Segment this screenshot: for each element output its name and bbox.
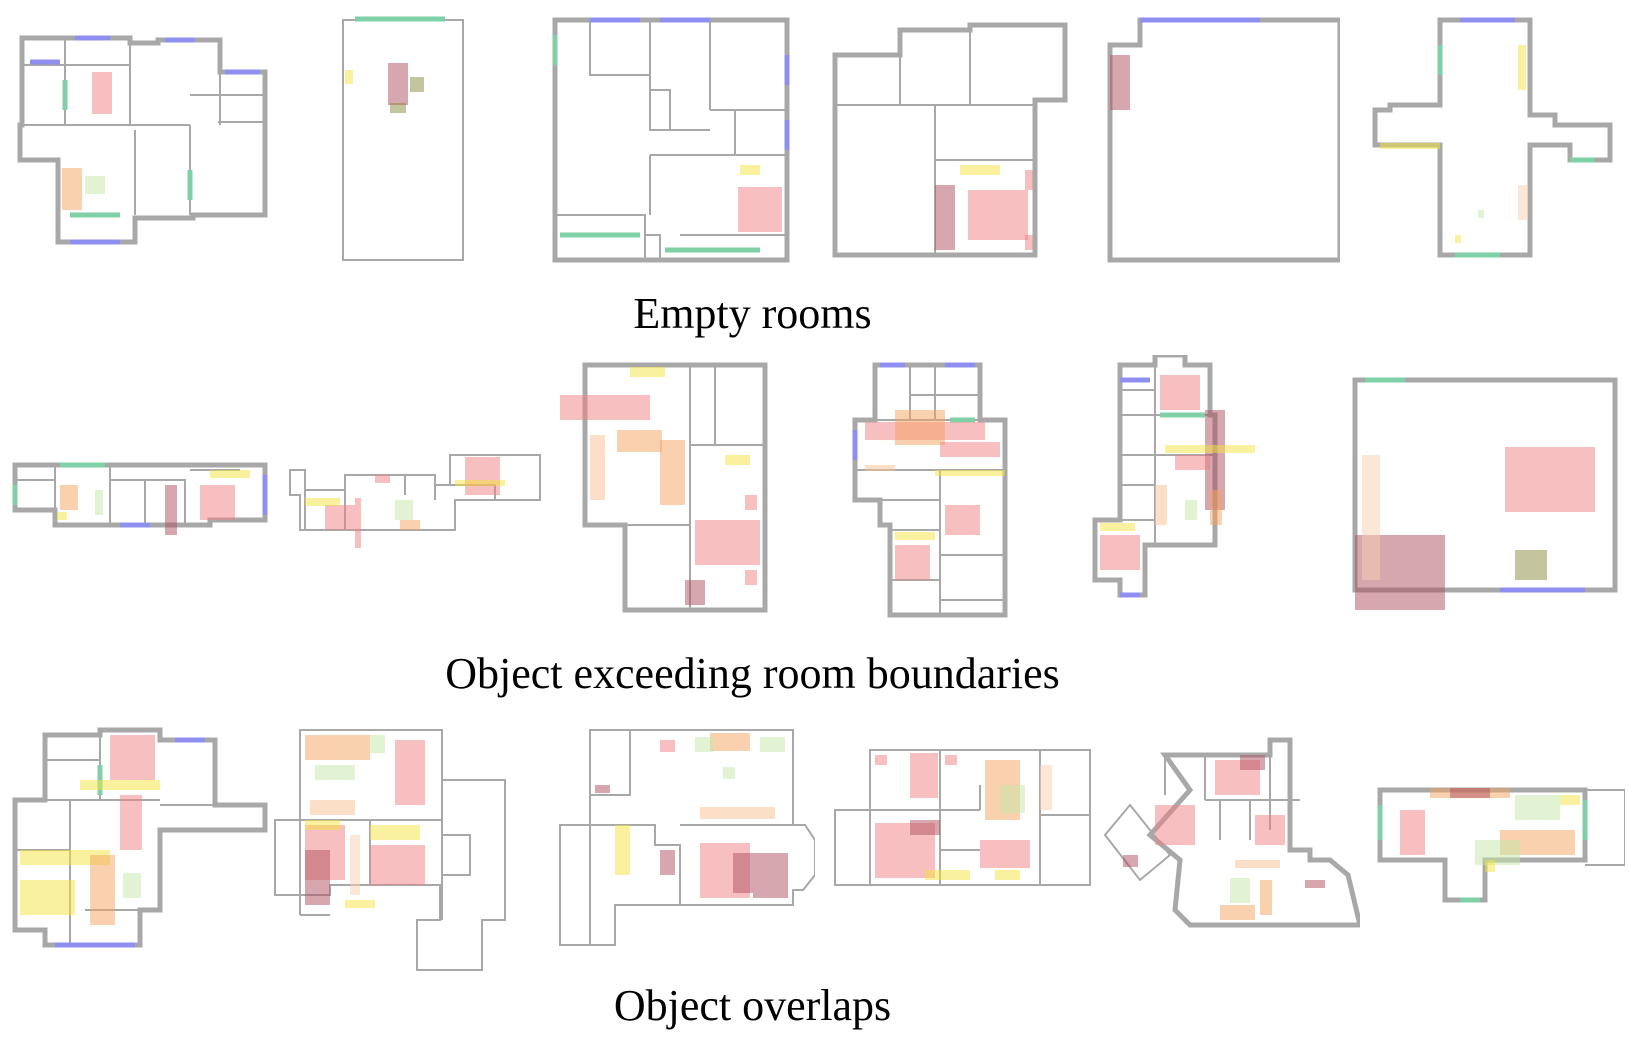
- floorplan-empty-6: [1372, 17, 1613, 258]
- floorplan-overlap-5: [1103, 737, 1360, 928]
- caption-empty-rooms: Empty rooms: [633, 289, 872, 338]
- floorplan-exceed-6: [1352, 377, 1618, 610]
- floorplan-exceed-3: [560, 362, 768, 613]
- floorplan-exceed-2: [289, 454, 541, 548]
- floorplan-exceed-5: [1092, 355, 1255, 598]
- floorplan-empty-3: [552, 17, 790, 263]
- floorplan-empty-2: [342, 16, 464, 261]
- caption-object-exceeding-room-boundaries: Object exceeding room boundaries: [445, 649, 1060, 698]
- floorplan-overlap-4: [834, 749, 1091, 886]
- floorplan-empty-5: [1107, 17, 1340, 263]
- floorplan-empty-4: [832, 22, 1068, 258]
- floorplan-overlap-1: [12, 727, 268, 948]
- floorplan-exceed-4: [852, 362, 1008, 618]
- floorplan-exceed-1: [12, 462, 268, 535]
- floorplan-overlap-3: [559, 729, 815, 946]
- floorplan-overlap-6: [1377, 787, 1625, 903]
- caption-object-overlaps: Object overlaps: [613, 981, 892, 1030]
- floorplan-empty-1: [17, 35, 268, 245]
- floorplan-overlap-2: [274, 729, 506, 971]
